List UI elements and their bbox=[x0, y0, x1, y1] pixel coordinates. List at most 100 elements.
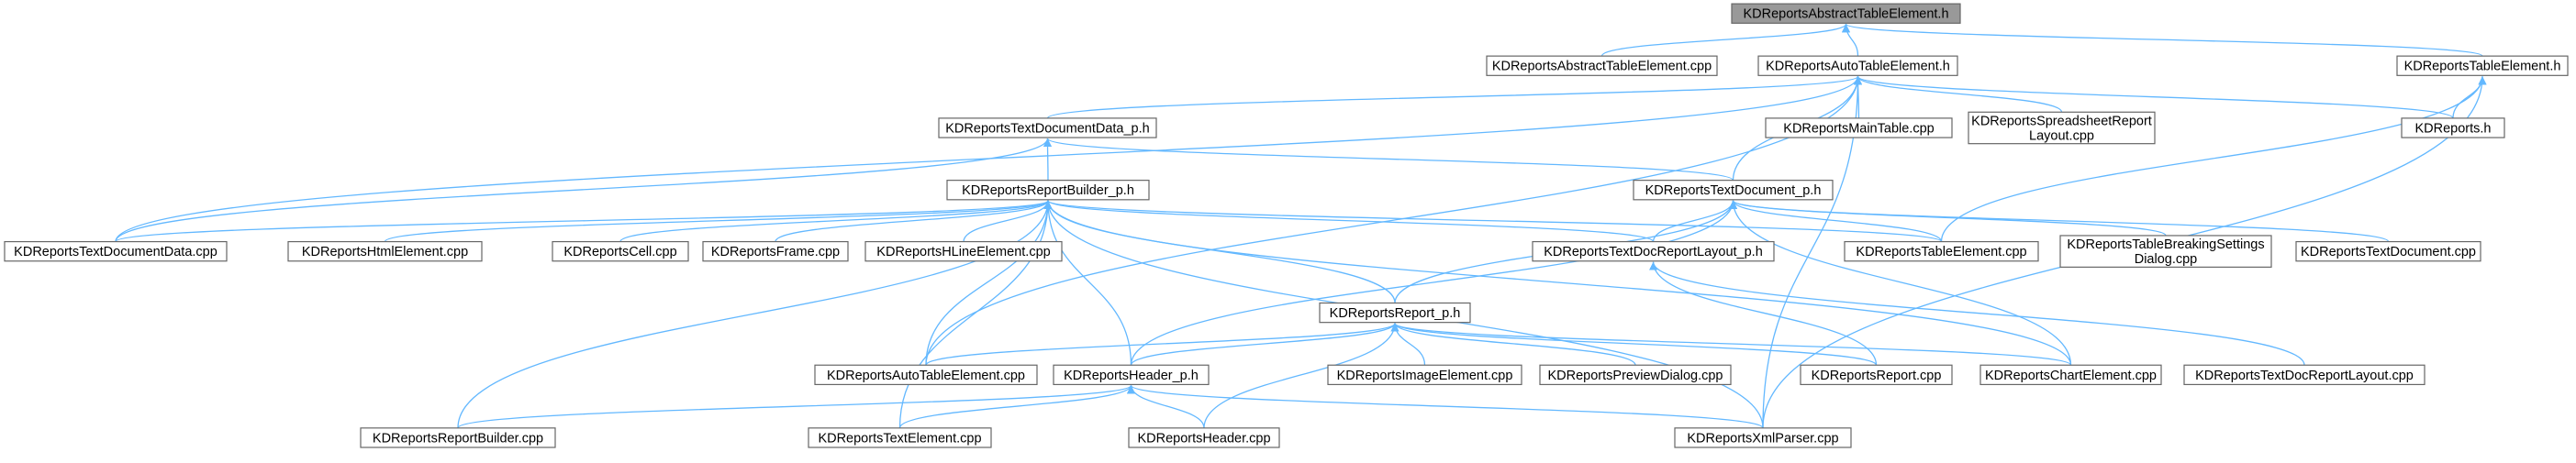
dependency-edge bbox=[1600, 23, 1850, 57]
dependency-edge bbox=[1649, 261, 2305, 366]
graph-node[interactable]: KDReportsTextDocumentData_p.h bbox=[938, 117, 1157, 138]
dependency-edge bbox=[1046, 75, 1862, 119]
graph-node[interactable]: KDReportsFrame.cpp bbox=[702, 240, 849, 262]
node-label: KDReportsTextDocumentData_p.h bbox=[945, 121, 1149, 136]
node-label: KDReportsTextDocumentData.cpp bbox=[14, 245, 217, 259]
graph-node[interactable]: KDReportsTableElement.cpp bbox=[1844, 240, 2039, 262]
node-layer: KDReportsAbstractTableElement.hKDReports… bbox=[4, 3, 2569, 448]
graph-node[interactable]: KDReportsReport_p.h bbox=[1319, 302, 1471, 324]
node-label: Dialog.cpp bbox=[2135, 252, 2198, 267]
node-label: KDReportsAbstractTableElement.cpp bbox=[1492, 60, 1712, 74]
node-box bbox=[1319, 302, 1471, 324]
graph-node[interactable]: KDReportsReport.cpp bbox=[1800, 364, 1953, 386]
graph-node[interactable]: KDReportsCell.cpp bbox=[552, 240, 689, 262]
node-label: KDReportsTextDocument_p.h bbox=[1645, 183, 1822, 198]
node-label: KDReportsXmlParser.cpp bbox=[1687, 431, 1838, 446]
node-label: KDReportsReport_p.h bbox=[1330, 306, 1461, 321]
dependency-edge bbox=[1203, 323, 1400, 428]
dependency-edge bbox=[1130, 323, 1400, 366]
node-box bbox=[1486, 55, 1718, 76]
node-label: KDReportsTextElement.cpp bbox=[818, 431, 981, 446]
node-box bbox=[2401, 117, 2505, 138]
node-box bbox=[1539, 364, 1732, 386]
node-label: KDReportsAutoTableElement.cpp bbox=[827, 369, 1025, 383]
node-box bbox=[360, 427, 556, 448]
dependency-edge bbox=[457, 384, 1135, 429]
node-box bbox=[552, 240, 689, 262]
node-box bbox=[702, 240, 849, 262]
dependency-edge bbox=[1390, 323, 1636, 366]
graph-node[interactable]: KDReportsXmlParser.cpp bbox=[1674, 427, 1852, 448]
node-box bbox=[1800, 364, 1953, 386]
node-label: KDReportsReport.cpp bbox=[1812, 369, 1942, 383]
node-label: KDReportsAbstractTableElement.h bbox=[1743, 7, 1948, 22]
dependency-edge bbox=[898, 385, 1135, 429]
dependency-edge bbox=[115, 200, 1053, 243]
dependency-edge bbox=[1940, 76, 2487, 242]
node-box bbox=[2183, 364, 2425, 386]
node-box bbox=[1674, 427, 1852, 448]
graph-node[interactable]: KDReportsTableElement.h bbox=[2396, 55, 2569, 76]
graph-node[interactable]: KDReportsImageElement.cpp bbox=[1327, 364, 1522, 386]
graph-node[interactable]: KDReportsTextDocumentData.cpp bbox=[4, 240, 228, 262]
graph-node[interactable]: KDReportsTextDocument.cpp bbox=[2295, 240, 2481, 262]
graph-node[interactable]: KDReportsAutoTableElement.cpp bbox=[814, 364, 1038, 386]
dependency-edge bbox=[1649, 261, 1878, 366]
node-box bbox=[808, 427, 992, 448]
dependency-edge bbox=[619, 200, 1053, 243]
node-label: KDReportsTextDocReportLayout.cpp bbox=[2195, 369, 2414, 383]
node-label: Layout.cpp bbox=[2029, 128, 2094, 143]
dependency-edge bbox=[1729, 200, 2390, 243]
graph-node[interactable]: KDReportsAbstractTableElement.h bbox=[1731, 3, 1961, 24]
dependency-edge bbox=[1854, 75, 2454, 119]
graph-node[interactable]: KDReportsReportBuilder.cpp bbox=[360, 427, 556, 448]
graph-node[interactable]: KDReportsReportBuilder_p.h bbox=[946, 180, 1150, 201]
graph-node[interactable]: KDReportsMainTable.cpp bbox=[1765, 117, 1953, 138]
graph-node[interactable]: KDReportsTextElement.cpp bbox=[808, 427, 992, 448]
node-label: KDReportsPreviewDialog.cpp bbox=[1548, 369, 1723, 383]
dependency-edge bbox=[775, 200, 1053, 242]
graph-node[interactable]: KDReportsHeader.cpp bbox=[1128, 427, 1280, 448]
graph-node[interactable]: KDReportsTextDocument_p.h bbox=[1633, 180, 1834, 201]
dependency-edge bbox=[1130, 200, 1737, 366]
graph-node[interactable]: KDReportsTextDocReportLayout_p.h bbox=[1532, 240, 1775, 262]
graph-node[interactable]: KDReportsChartElement.cpp bbox=[1979, 364, 2162, 386]
dependency-edge bbox=[2452, 76, 2487, 118]
node-box bbox=[1968, 111, 2156, 145]
node-box bbox=[938, 117, 1157, 138]
node-label: KDReportsReportBuilder_p.h bbox=[962, 183, 1134, 198]
node-label: KDReportsImageElement.cpp bbox=[1337, 369, 1513, 383]
graph-node[interactable]: KDReportsHtmlElement.cpp bbox=[287, 240, 483, 262]
node-label: KDReportsChartElement.cpp bbox=[1985, 369, 2157, 383]
dependency-edge bbox=[384, 200, 1053, 243]
dependency-edge bbox=[1842, 24, 1859, 57]
dependency-edge bbox=[1390, 323, 1878, 366]
node-box bbox=[1731, 3, 1961, 24]
dependency-edge bbox=[1043, 200, 1943, 243]
graph-node[interactable]: KDReportsAbstractTableElement.cpp bbox=[1486, 55, 1718, 76]
node-box bbox=[1979, 364, 2162, 386]
node-label: KDReportsFrame.cpp bbox=[711, 245, 840, 259]
node-label: KDReportsMainTable.cpp bbox=[1783, 121, 1934, 136]
node-box bbox=[2396, 55, 2569, 76]
node-label: KDReports.h bbox=[2414, 121, 2491, 136]
dependency-edge bbox=[925, 323, 1400, 366]
node-label: KDReportsHeader_p.h bbox=[1064, 369, 1199, 383]
node-label: KDReportsReportBuilder.cpp bbox=[373, 431, 543, 446]
graph-node[interactable]: KDReportsHLineElement.cpp bbox=[864, 240, 1063, 262]
graph-node[interactable]: KDReportsTextDocReportLayout.cpp bbox=[2183, 364, 2425, 386]
graph-node[interactable]: KDReportsPreviewDialog.cpp bbox=[1539, 364, 1732, 386]
node-box bbox=[2059, 235, 2272, 268]
dependency-edge bbox=[1043, 200, 1132, 366]
node-label: KDReportsCell.cpp bbox=[563, 245, 676, 259]
graph-node[interactable]: KDReports.h bbox=[2401, 117, 2505, 138]
graph-node[interactable]: KDReportsAutoTableElement.h bbox=[1757, 55, 1958, 76]
node-label: KDReportsTextDocument.cpp bbox=[2301, 245, 2476, 259]
dependency-edge bbox=[1762, 76, 1862, 428]
node-label: KDReportsHLineElement.cpp bbox=[876, 245, 1050, 259]
graph-node[interactable]: KDReportsHeader_p.h bbox=[1053, 364, 1210, 386]
node-label: KDReportsTableElement.h bbox=[2404, 60, 2561, 74]
